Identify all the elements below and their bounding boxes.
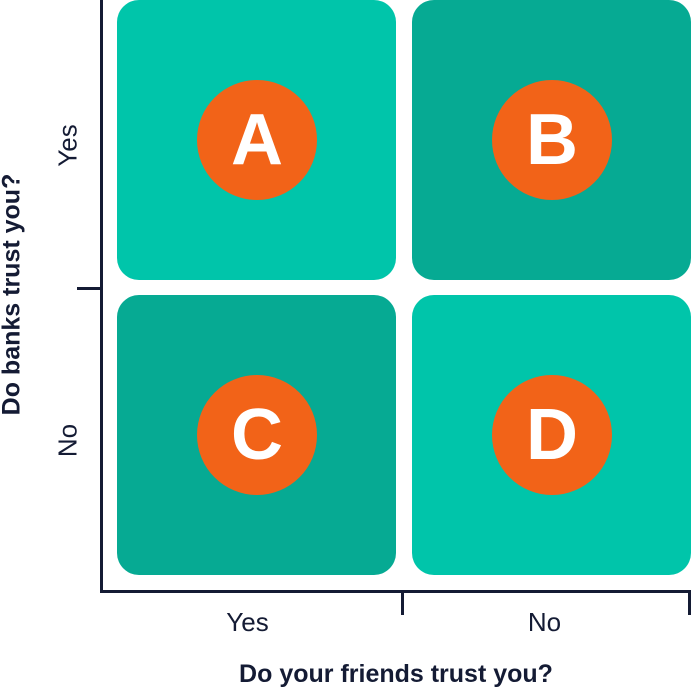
quadrant-c-badge: C <box>197 375 317 495</box>
x-axis-line <box>100 590 691 593</box>
quadrant-a-badge: A <box>197 80 317 200</box>
y-label-yes: Yes <box>52 124 83 167</box>
x-axis-tick <box>401 590 404 615</box>
quadrant-b: B <box>412 0 691 280</box>
quadrant-d-badge: D <box>492 375 612 495</box>
y-axis-line <box>100 0 103 593</box>
x-axis-tick <box>688 590 691 615</box>
y-axis-title: Do banks trust you? <box>0 173 26 416</box>
x-label-yes: Yes <box>226 607 269 637</box>
x-axis-title: Do your friends trust you? <box>239 660 553 688</box>
y-axis-tick <box>77 287 102 290</box>
x-label-no: No <box>527 607 562 637</box>
y-label-no: No <box>52 423 83 458</box>
quadrant-d: D <box>412 295 691 575</box>
quadrant-a: A <box>117 0 396 280</box>
quadrant-c: C <box>117 295 396 575</box>
quadrant-b-badge: B <box>492 80 612 200</box>
